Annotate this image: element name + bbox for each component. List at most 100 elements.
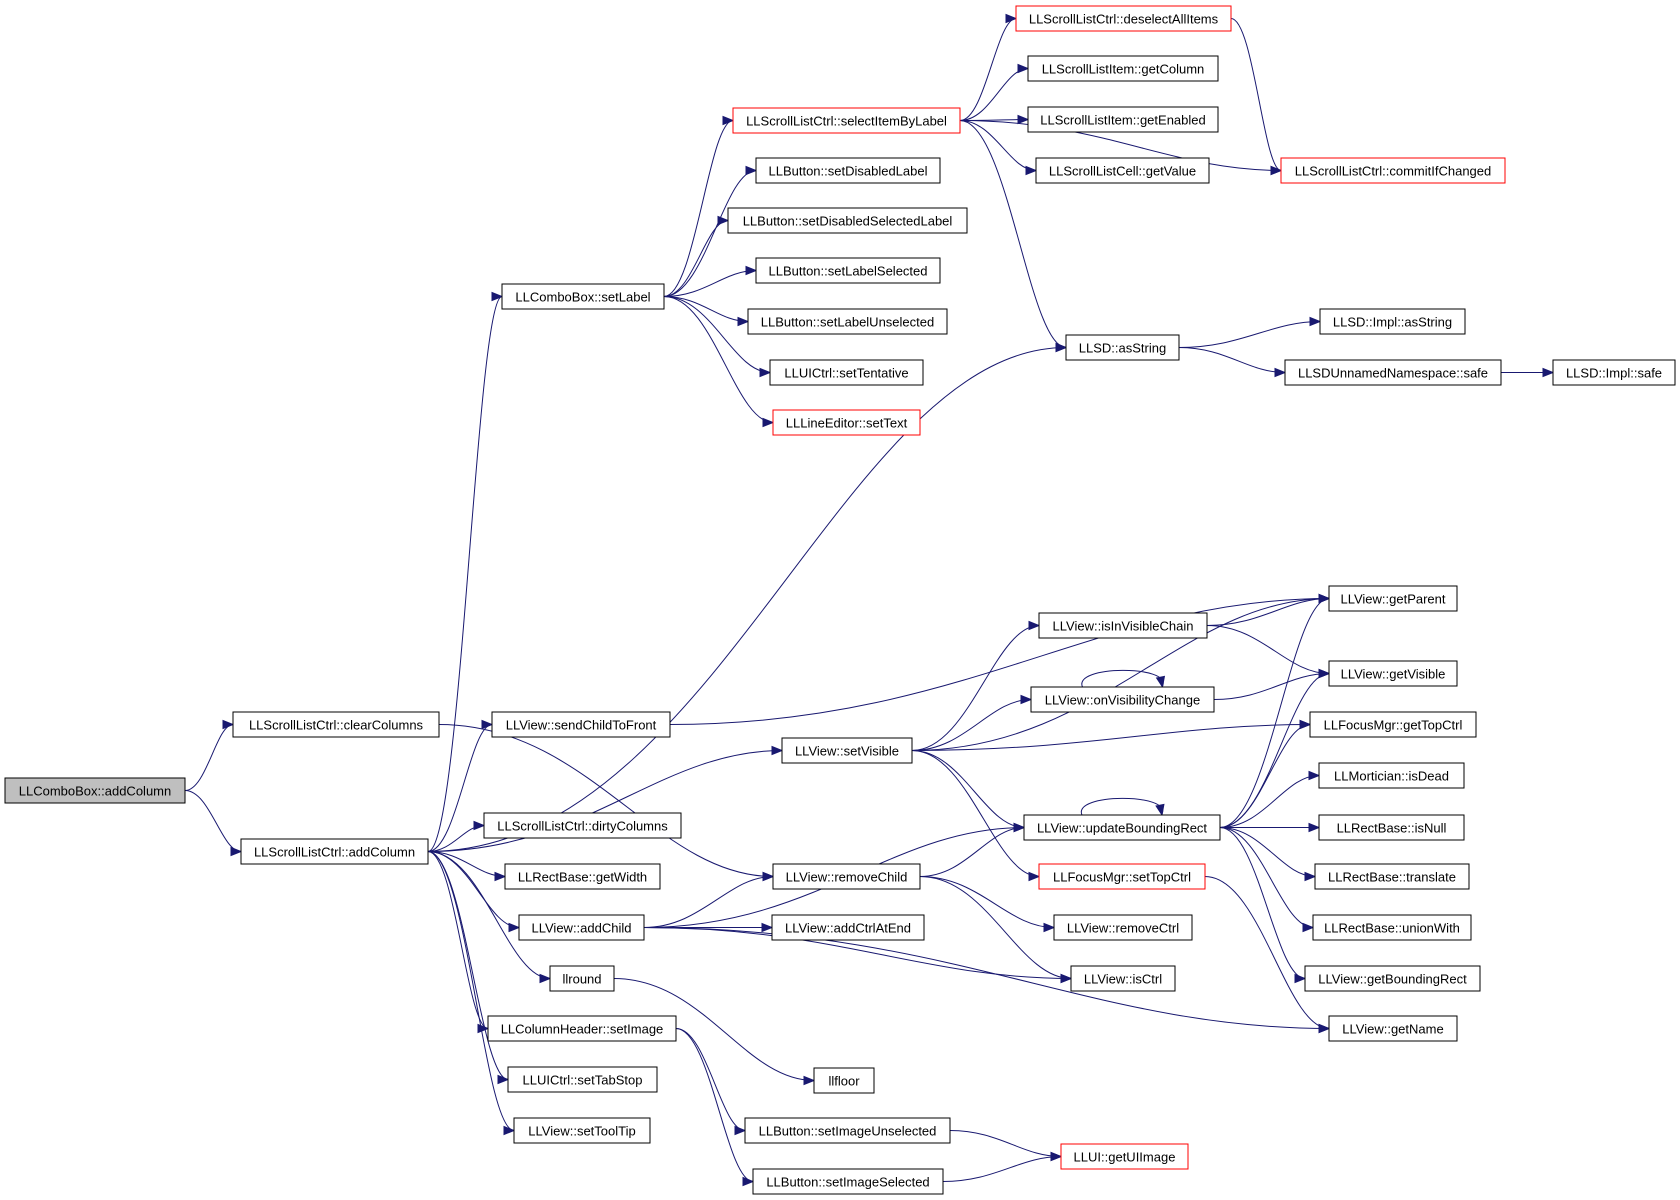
node-box <box>483 812 682 839</box>
node-box <box>232 711 440 738</box>
graph-node[interactable]: LLUICtrl::setTentative <box>769 359 924 386</box>
graph-node[interactable]: LLScrollListCtrl::commitIfChanged <box>1280 157 1506 184</box>
graph-node[interactable]: LLRectBase::unionWith <box>1312 914 1472 941</box>
graph-node[interactable]: LLView::removeChild <box>772 863 921 890</box>
graph-node[interactable]: LLView::isCtrl <box>1070 965 1176 992</box>
node-label: LLFocusMgr::setTopCtrl <box>1053 870 1191 885</box>
graph-node[interactable]: LLButton::setImageSelected <box>752 1168 944 1195</box>
graph-node[interactable]: LLView::setVisible <box>781 737 913 764</box>
node-label: LLUICtrl::setTabStop <box>523 1073 643 1088</box>
graph-node[interactable]: LLView::getName <box>1328 1015 1458 1042</box>
edge-arrowhead <box>1005 13 1018 24</box>
edge-arrowhead <box>1020 694 1033 705</box>
edge-arrowhead <box>771 745 784 756</box>
node-label: LLView::setToolTip <box>528 1124 635 1139</box>
edge-arrowhead <box>1304 871 1317 882</box>
graph-node[interactable]: LLScrollListCtrl::addColumn <box>240 838 429 865</box>
graph-node[interactable]: LLScrollListCtrl::clearColumns <box>232 711 440 738</box>
graph-node[interactable]: LLButton::setDisabledLabel <box>755 157 941 184</box>
edge-arrowhead <box>1299 719 1312 730</box>
graph-node[interactable]: LLSD::Impl::asString <box>1319 308 1466 335</box>
node-box <box>1280 157 1506 184</box>
edge-arrowhead <box>1318 668 1331 679</box>
graph-node[interactable]: llround <box>549 965 615 992</box>
graph-node[interactable]: LLRectBase::getWidth <box>504 863 661 890</box>
node-label: LLSDUnnamedNamespace::safe <box>1298 366 1488 381</box>
graph-node[interactable]: LLButton::setLabelUnselected <box>747 308 948 335</box>
graph-node[interactable]: LLScrollListItem::getColumn <box>1027 55 1219 82</box>
graph-node[interactable]: LLView::sendChildToFront <box>491 711 671 738</box>
graph-node[interactable]: LLScrollListCell::getValue <box>1035 157 1210 184</box>
node-label: LLUI::getUIImage <box>1074 1150 1176 1165</box>
node-box <box>240 838 429 865</box>
graph-node[interactable]: LLButton::setImageUnselected <box>744 1117 951 1144</box>
graph-node[interactable]: LLView::addChild <box>518 914 645 941</box>
graph-node[interactable]: LLUICtrl::setTabStop <box>507 1066 658 1093</box>
graph-node[interactable]: LLFocusMgr::getTopCtrl <box>1309 711 1477 738</box>
graph-edge <box>959 120 1037 171</box>
node-box <box>727 207 968 234</box>
graph-node[interactable]: LLComboBox::addColumn <box>4 777 186 804</box>
graph-node[interactable]: LLView::getParent <box>1328 585 1458 612</box>
graph-node[interactable]: LLScrollListCtrl::selectItemByLabel <box>732 107 961 134</box>
graph-node[interactable]: LLView::addCtrlAtEnd <box>771 914 925 941</box>
graph-node[interactable]: LLRectBase::isNull <box>1318 814 1465 841</box>
node-label: LLScrollListCtrl::clearColumns <box>249 718 424 733</box>
edge-arrowhead <box>1302 922 1315 933</box>
graph-node[interactable]: LLView::getBoundingRect <box>1304 965 1481 992</box>
graph-edge <box>663 170 757 297</box>
graph-node[interactable]: LLColumnHeader::setImage <box>487 1015 677 1042</box>
graph-node[interactable]: LLScrollListCtrl::deselectAllItems <box>1015 5 1232 32</box>
graph-node[interactable]: LLButton::setLabelSelected <box>755 257 941 284</box>
edge-arrowhead <box>1308 770 1321 781</box>
node-box <box>769 359 924 386</box>
graph-node[interactable]: LLLineEditor::setText <box>772 409 921 436</box>
graph-node[interactable]: LLView::getVisible <box>1328 660 1458 687</box>
graph-node[interactable]: LLButton::setDisabledSelectedLabel <box>727 207 968 234</box>
edge-arrowhead <box>1050 1151 1063 1162</box>
node-label: llfloor <box>828 1074 860 1089</box>
graph-node[interactable]: LLRectBase::translate <box>1314 863 1470 890</box>
node-label: LLRectBase::isNull <box>1337 821 1447 836</box>
graph-node[interactable]: LLSD::Impl::safe <box>1552 359 1676 386</box>
graph-node[interactable]: LLView::setToolTip <box>513 1117 651 1144</box>
graph-edge <box>911 724 1311 751</box>
graph-node[interactable]: LLComboBox::setLabel <box>501 283 665 310</box>
node-label: LLMortician::isDead <box>1334 769 1449 784</box>
graph-node[interactable]: llfloor <box>813 1067 875 1094</box>
edge-arrowhead <box>1017 114 1030 125</box>
node-box <box>1552 359 1676 386</box>
graph-node[interactable]: LLView::isInVisibleChain <box>1038 612 1208 639</box>
graph-node[interactable]: LLUI::getUIImage <box>1060 1143 1189 1170</box>
edge-arrowhead <box>1017 63 1030 74</box>
node-box <box>1035 157 1210 184</box>
graph-node[interactable]: LLMortician::isDead <box>1318 762 1465 789</box>
graph-node[interactable]: LLScrollListItem::getEnabled <box>1027 106 1219 133</box>
graph-node[interactable]: LLView::onVisibilityChange <box>1030 686 1215 713</box>
node-box <box>1328 1015 1458 1042</box>
edge-arrowhead <box>742 1176 755 1187</box>
graph-edge <box>1206 625 1330 674</box>
graph-node[interactable]: LLSD::asString <box>1065 334 1180 361</box>
node-box <box>1053 914 1193 941</box>
graph-node[interactable]: LLView::updateBoundingRect <box>1023 814 1221 841</box>
edge-arrowhead <box>222 719 235 730</box>
graph-edge <box>1204 876 1330 1029</box>
graph-edge <box>911 750 1040 877</box>
node-box <box>487 1015 677 1042</box>
node-box <box>1312 914 1472 941</box>
node-label: LLScrollListCtrl::deselectAllItems <box>1029 12 1219 27</box>
node-box <box>1319 308 1466 335</box>
node-label: LLScrollListItem::getEnabled <box>1040 113 1205 128</box>
node-label: LLView::onVisibilityChange <box>1045 693 1200 708</box>
node-box <box>1309 711 1477 738</box>
edge-arrowhead <box>761 922 774 933</box>
graph-edge <box>184 790 242 852</box>
graph-edge <box>919 876 1072 979</box>
graph-node[interactable]: LLSDUnnamedNamespace::safe <box>1284 359 1502 386</box>
node-label: LLView::isCtrl <box>1084 972 1162 987</box>
graph-node[interactable]: LLFocusMgr::setTopCtrl <box>1038 863 1206 890</box>
node-label: LLView::getName <box>1342 1022 1443 1037</box>
graph-node[interactable]: LLView::removeCtrl <box>1053 914 1193 941</box>
graph-node[interactable]: LLScrollListCtrl::dirtyColumns <box>483 812 682 839</box>
